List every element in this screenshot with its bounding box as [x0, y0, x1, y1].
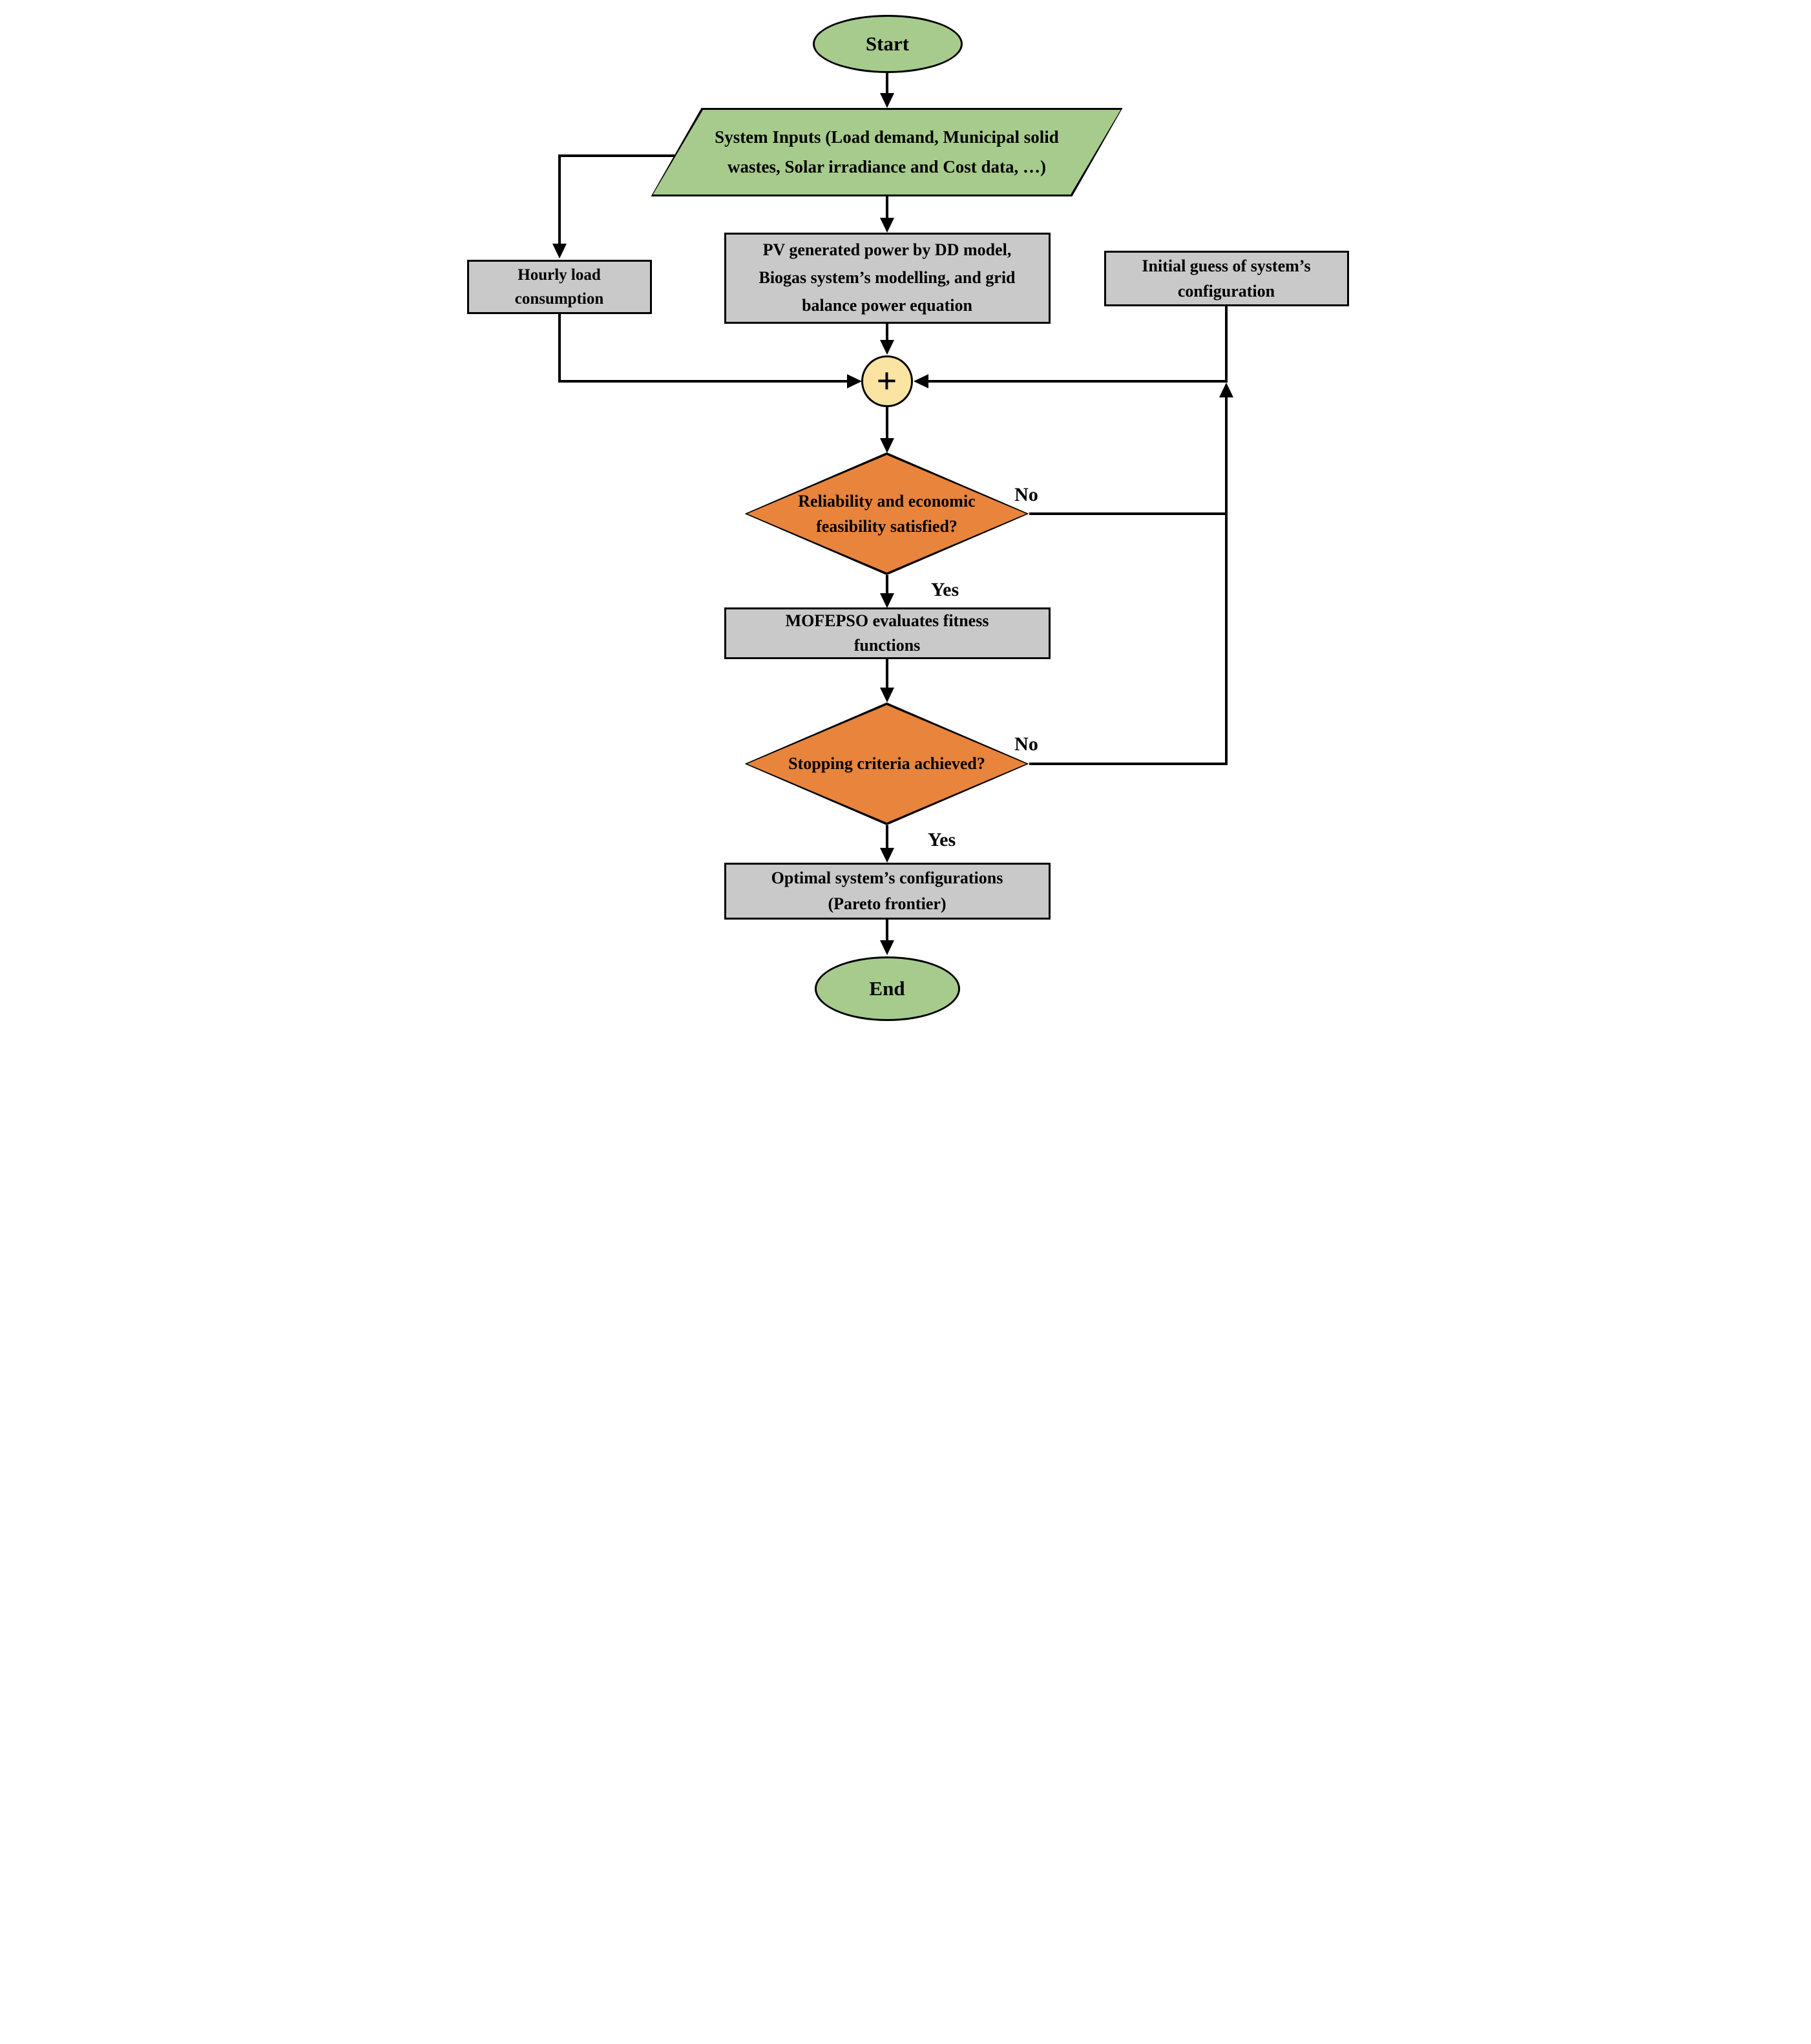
arrowhead-up-icon [1219, 383, 1233, 397]
connector-junction-feasibility [885, 407, 888, 439]
connector-optimal-end [885, 920, 888, 942]
arrowhead-down-icon [879, 848, 894, 863]
arrowhead-down-icon [879, 940, 894, 955]
arrowhead-down-icon [879, 593, 894, 608]
connector-feasibility-mofepso [885, 575, 888, 595]
stopping-check-line1: Stopping criteria achieved? [788, 753, 985, 773]
connector-start-inputs [885, 72, 888, 95]
connector-feasibility-no [1029, 512, 1228, 515]
feasibility-check-body: Reliability and economic feasibility sat… [747, 455, 1027, 573]
flowchart-node-end: End [814, 956, 960, 1021]
stopping-check-body: Stopping criteria achieved? [747, 705, 1027, 823]
connector-junction-feed-h [926, 380, 1228, 383]
connector-inputs-hourly-v [558, 154, 561, 244]
connector-stopping-optimal [885, 825, 888, 848]
flowchart-node-pv-model: PV generated power by DD model, Biogas s… [724, 233, 1051, 324]
hourly-load-line1: Hourly load [518, 266, 601, 284]
flowchart-node-hourly-load: Hourly load consumption [466, 260, 652, 314]
flowchart-node-start: Start [812, 15, 963, 73]
optimal-line1: Optimal system’s configurations [771, 868, 1003, 887]
feasibility-check-line1: Reliability and economic [798, 492, 976, 511]
flowchart-node-optimal: Optimal system’s configurations (Pareto … [724, 863, 1051, 920]
pv-model-line2: Biogas system’s modelling, and grid [759, 268, 1016, 288]
connector-inputs-pv [885, 196, 888, 219]
connector-hourly-junction-h [558, 380, 848, 383]
flowchart-node-sum-junction: + [861, 355, 913, 407]
arrowhead-down-icon [879, 438, 894, 453]
start-label: Start [865, 32, 910, 55]
pv-model-line1: PV generated power by DD model, [762, 240, 1012, 260]
edge-label-yes-feasibility: Yes [930, 579, 959, 600]
connector-return-v [1224, 397, 1228, 765]
connector-mofepso-stopping [885, 659, 888, 689]
mofepso-line1: MOFEPSO evaluates fitness [785, 611, 989, 631]
arrowhead-down-icon [879, 93, 894, 108]
initial-guess-line2: configuration [1177, 282, 1275, 300]
feasibility-check-line2: feasibility satisfied? [816, 517, 958, 536]
arrowhead-down-icon [879, 218, 894, 233]
end-label: End [869, 977, 905, 1000]
pv-model-line3: balance power equation [802, 295, 972, 315]
arrowhead-down-icon [879, 688, 894, 702]
arrowhead-down-icon [552, 244, 567, 258]
connector-initial-junction-v [1224, 306, 1228, 383]
initial-guess-line1: Initial guess of system’s [1142, 257, 1311, 275]
connector-hourly-junction-v [558, 313, 561, 383]
plus-icon: + [876, 361, 897, 401]
connector-inputs-hourly-h [558, 154, 675, 157]
arrowhead-down-icon [879, 340, 894, 355]
edge-label-no-stopping: No [1014, 733, 1038, 755]
mofepso-line2: functions [853, 636, 921, 655]
system-inputs-line2: wastes, Solar irradiance and Cost data, … [727, 156, 1046, 176]
arrowhead-right-icon [846, 374, 862, 388]
flowchart-node-initial-guess: Initial guess of system’s configuration [1104, 251, 1349, 306]
arrowhead-left-icon [913, 374, 928, 388]
connector-pv-junction [885, 324, 888, 341]
flowchart-canvas: No Yes No Yes Start System Inputs (Load … [452, 0, 1359, 1022]
edge-label-yes-stopping: Yes [927, 829, 956, 850]
hourly-load-line2: consumption [514, 290, 604, 308]
connector-stopping-no [1029, 763, 1228, 765]
flowchart-node-mofepso: MOFEPSO evaluates fitness functions [724, 607, 1051, 659]
system-inputs-body: System Inputs (Load demand, Municipal so… [653, 110, 1121, 195]
system-inputs-line1: System Inputs (Load demand, Municipal so… [715, 127, 1059, 147]
edge-label-no-feasibility: No [1014, 484, 1038, 505]
optimal-line2: (Pareto frontier) [828, 894, 947, 913]
